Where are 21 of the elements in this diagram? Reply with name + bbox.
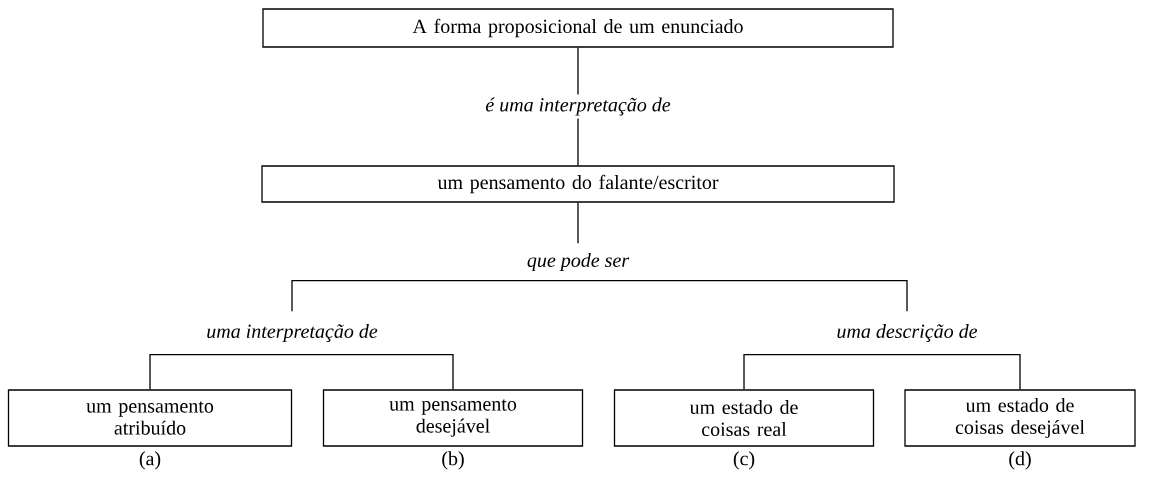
connector-line xyxy=(906,354,1021,390)
connector-line xyxy=(149,354,293,390)
text-box: A forma proposicional de um enunciado xyxy=(262,8,894,48)
connector-line xyxy=(577,202,579,244)
item-letter: (b) xyxy=(442,451,464,470)
connector-line xyxy=(577,280,908,312)
text-box: um pensamento do falante/escritor xyxy=(261,165,895,203)
branch-text: uma interpretação de xyxy=(207,323,378,343)
branch-text: uma descrição de xyxy=(837,324,978,343)
text-box: um pensamento desejável xyxy=(322,389,584,447)
item-letter: (a) xyxy=(139,451,161,470)
branch-text: que pode ser xyxy=(527,252,630,272)
connector-line xyxy=(291,280,579,312)
item-letter: (c) xyxy=(733,451,755,470)
connector-line xyxy=(291,354,454,390)
edge-label: é uma interpretação de xyxy=(482,94,674,119)
text-box: um estado de coisas desejável xyxy=(904,389,1136,447)
item-letter: (d) xyxy=(1009,451,1031,470)
text-box: um estado de coisas real xyxy=(613,389,875,447)
connector-line xyxy=(743,354,908,390)
text-box: um pensamento atribuído xyxy=(7,389,293,447)
